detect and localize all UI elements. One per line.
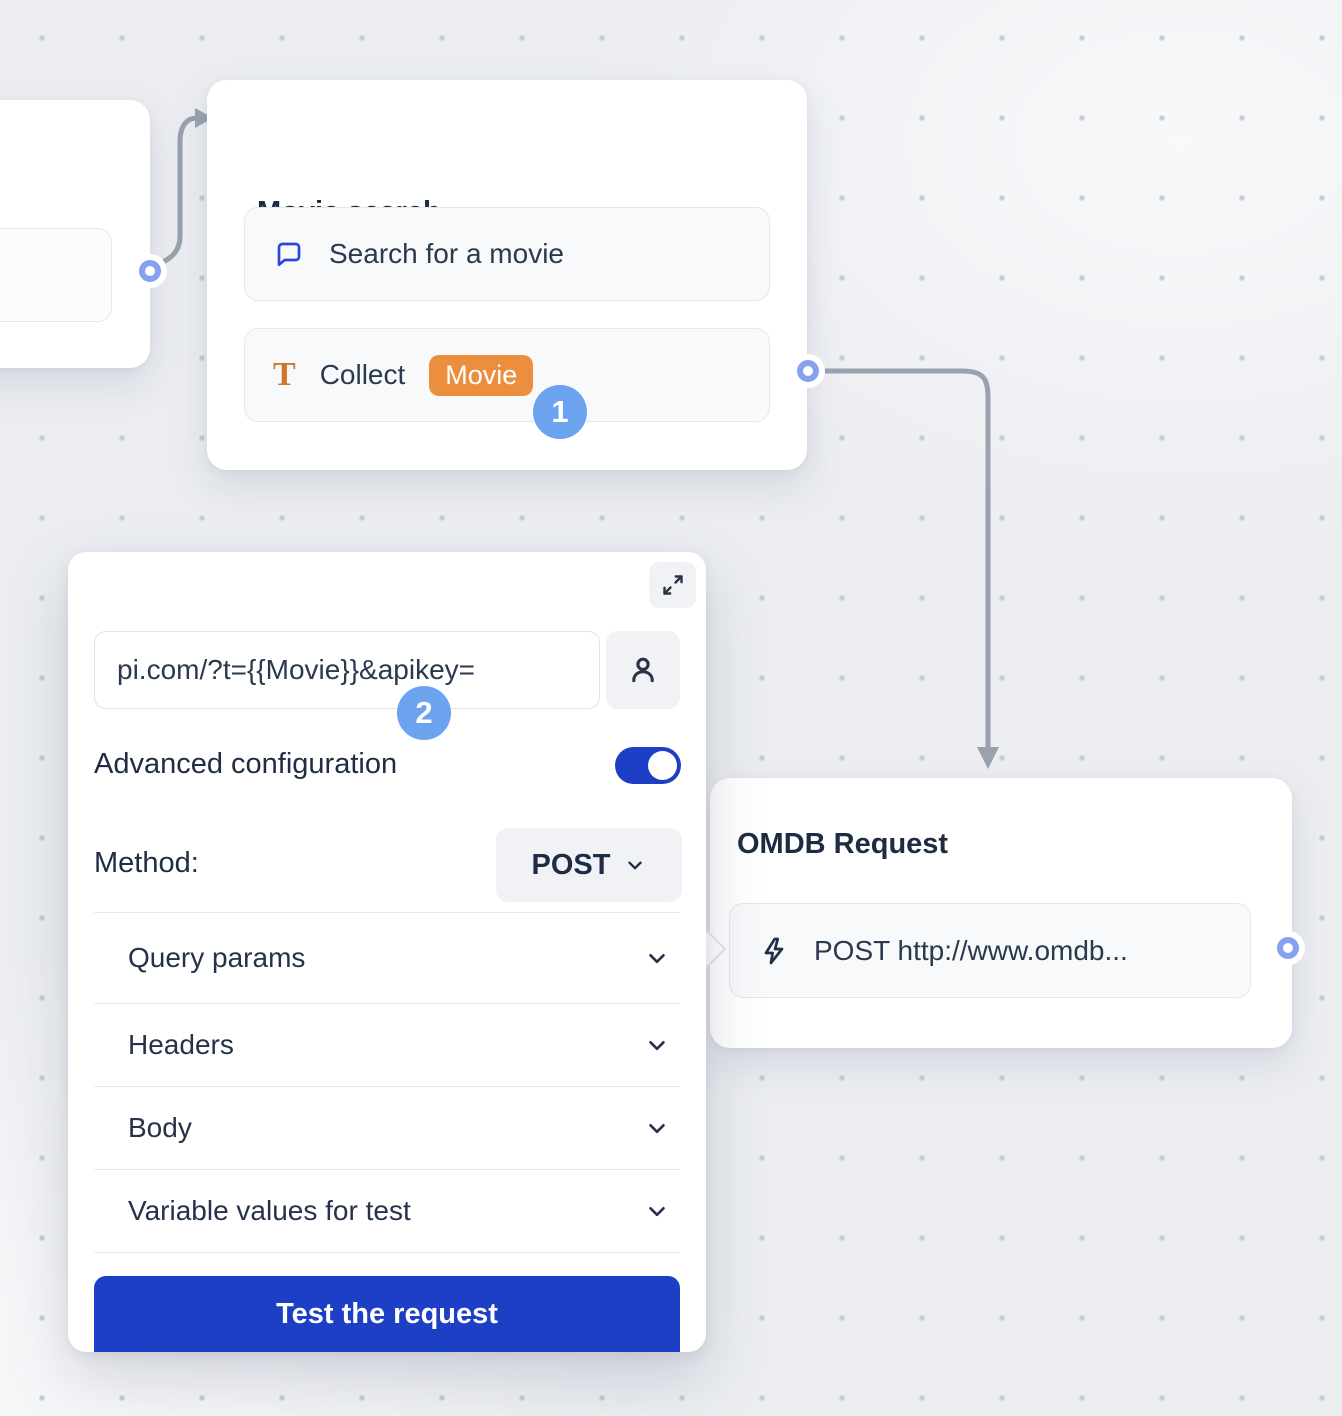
variable-picker-button[interactable] bbox=[606, 631, 680, 709]
config-sections: Query params Headers Body Variable value… bbox=[94, 912, 680, 1253]
omdb-node-output-port[interactable] bbox=[1271, 931, 1305, 965]
movie-search-node[interactable]: Movie search Search for a movie T Collec… bbox=[207, 80, 807, 470]
chevron-down-icon bbox=[644, 1115, 670, 1141]
test-request-button[interactable]: Test the request bbox=[94, 1276, 680, 1352]
step-label: Search for a movie bbox=[329, 238, 564, 269]
expand-icon bbox=[659, 571, 687, 599]
section-label: Headers bbox=[128, 1029, 234, 1060]
chat-bubble-icon bbox=[273, 238, 305, 270]
advanced-configuration-toggle[interactable] bbox=[615, 747, 681, 784]
movie-node-output-port[interactable] bbox=[791, 354, 825, 388]
node-title: OMDB Request bbox=[737, 828, 949, 860]
text-input-icon: T bbox=[273, 356, 296, 393]
message-step-item[interactable]: Search for a movie bbox=[244, 207, 770, 301]
chevron-down-icon bbox=[624, 854, 646, 876]
partial-node-output-port[interactable] bbox=[133, 254, 167, 288]
webhook-config-panel: pi.com/?t={{Movie}}&apikey= Advanced con… bbox=[68, 552, 706, 1352]
chevron-down-icon bbox=[644, 1198, 670, 1224]
step-marker-2: 2 bbox=[397, 686, 451, 740]
partial-node-item[interactable] bbox=[0, 228, 112, 322]
person-icon bbox=[626, 653, 660, 687]
partial-node[interactable] bbox=[0, 100, 150, 368]
collect-step-item[interactable]: T Collect Movie bbox=[244, 328, 770, 422]
expand-button[interactable] bbox=[649, 562, 696, 608]
section-body[interactable]: Body bbox=[94, 1086, 680, 1169]
step-label: Collect bbox=[319, 359, 406, 390]
section-label: Query params bbox=[128, 942, 306, 973]
advanced-configuration-label: Advanced configuration bbox=[94, 748, 398, 780]
port-ring bbox=[1277, 937, 1299, 959]
section-query-params[interactable]: Query params bbox=[94, 912, 680, 1003]
chevron-down-icon bbox=[644, 1032, 670, 1058]
lightning-icon bbox=[758, 935, 790, 967]
toggle-knob bbox=[648, 751, 677, 780]
url-input[interactable]: pi.com/?t={{Movie}}&apikey= bbox=[94, 631, 600, 709]
section-variable-values[interactable]: Variable values for test bbox=[94, 1169, 680, 1252]
webhook-step-item[interactable]: POST http://www.omdb... bbox=[729, 903, 1251, 998]
port-ring bbox=[139, 260, 161, 282]
omdb-request-node[interactable]: OMDB Request POST http://www.omdb... bbox=[710, 778, 1292, 1048]
step-label: POST http://www.omdb... bbox=[814, 934, 1128, 966]
section-headers[interactable]: Headers bbox=[94, 1003, 680, 1086]
chevron-down-icon bbox=[644, 945, 670, 971]
variable-badge: Movie bbox=[429, 354, 534, 396]
section-label: Body bbox=[128, 1112, 192, 1143]
port-ring bbox=[797, 360, 819, 382]
method-value: POST bbox=[531, 848, 611, 881]
step-marker-1: 1 bbox=[533, 385, 587, 439]
method-select[interactable]: POST bbox=[496, 828, 682, 902]
method-label: Method: bbox=[94, 847, 199, 879]
section-label: Variable values for test bbox=[128, 1195, 411, 1226]
